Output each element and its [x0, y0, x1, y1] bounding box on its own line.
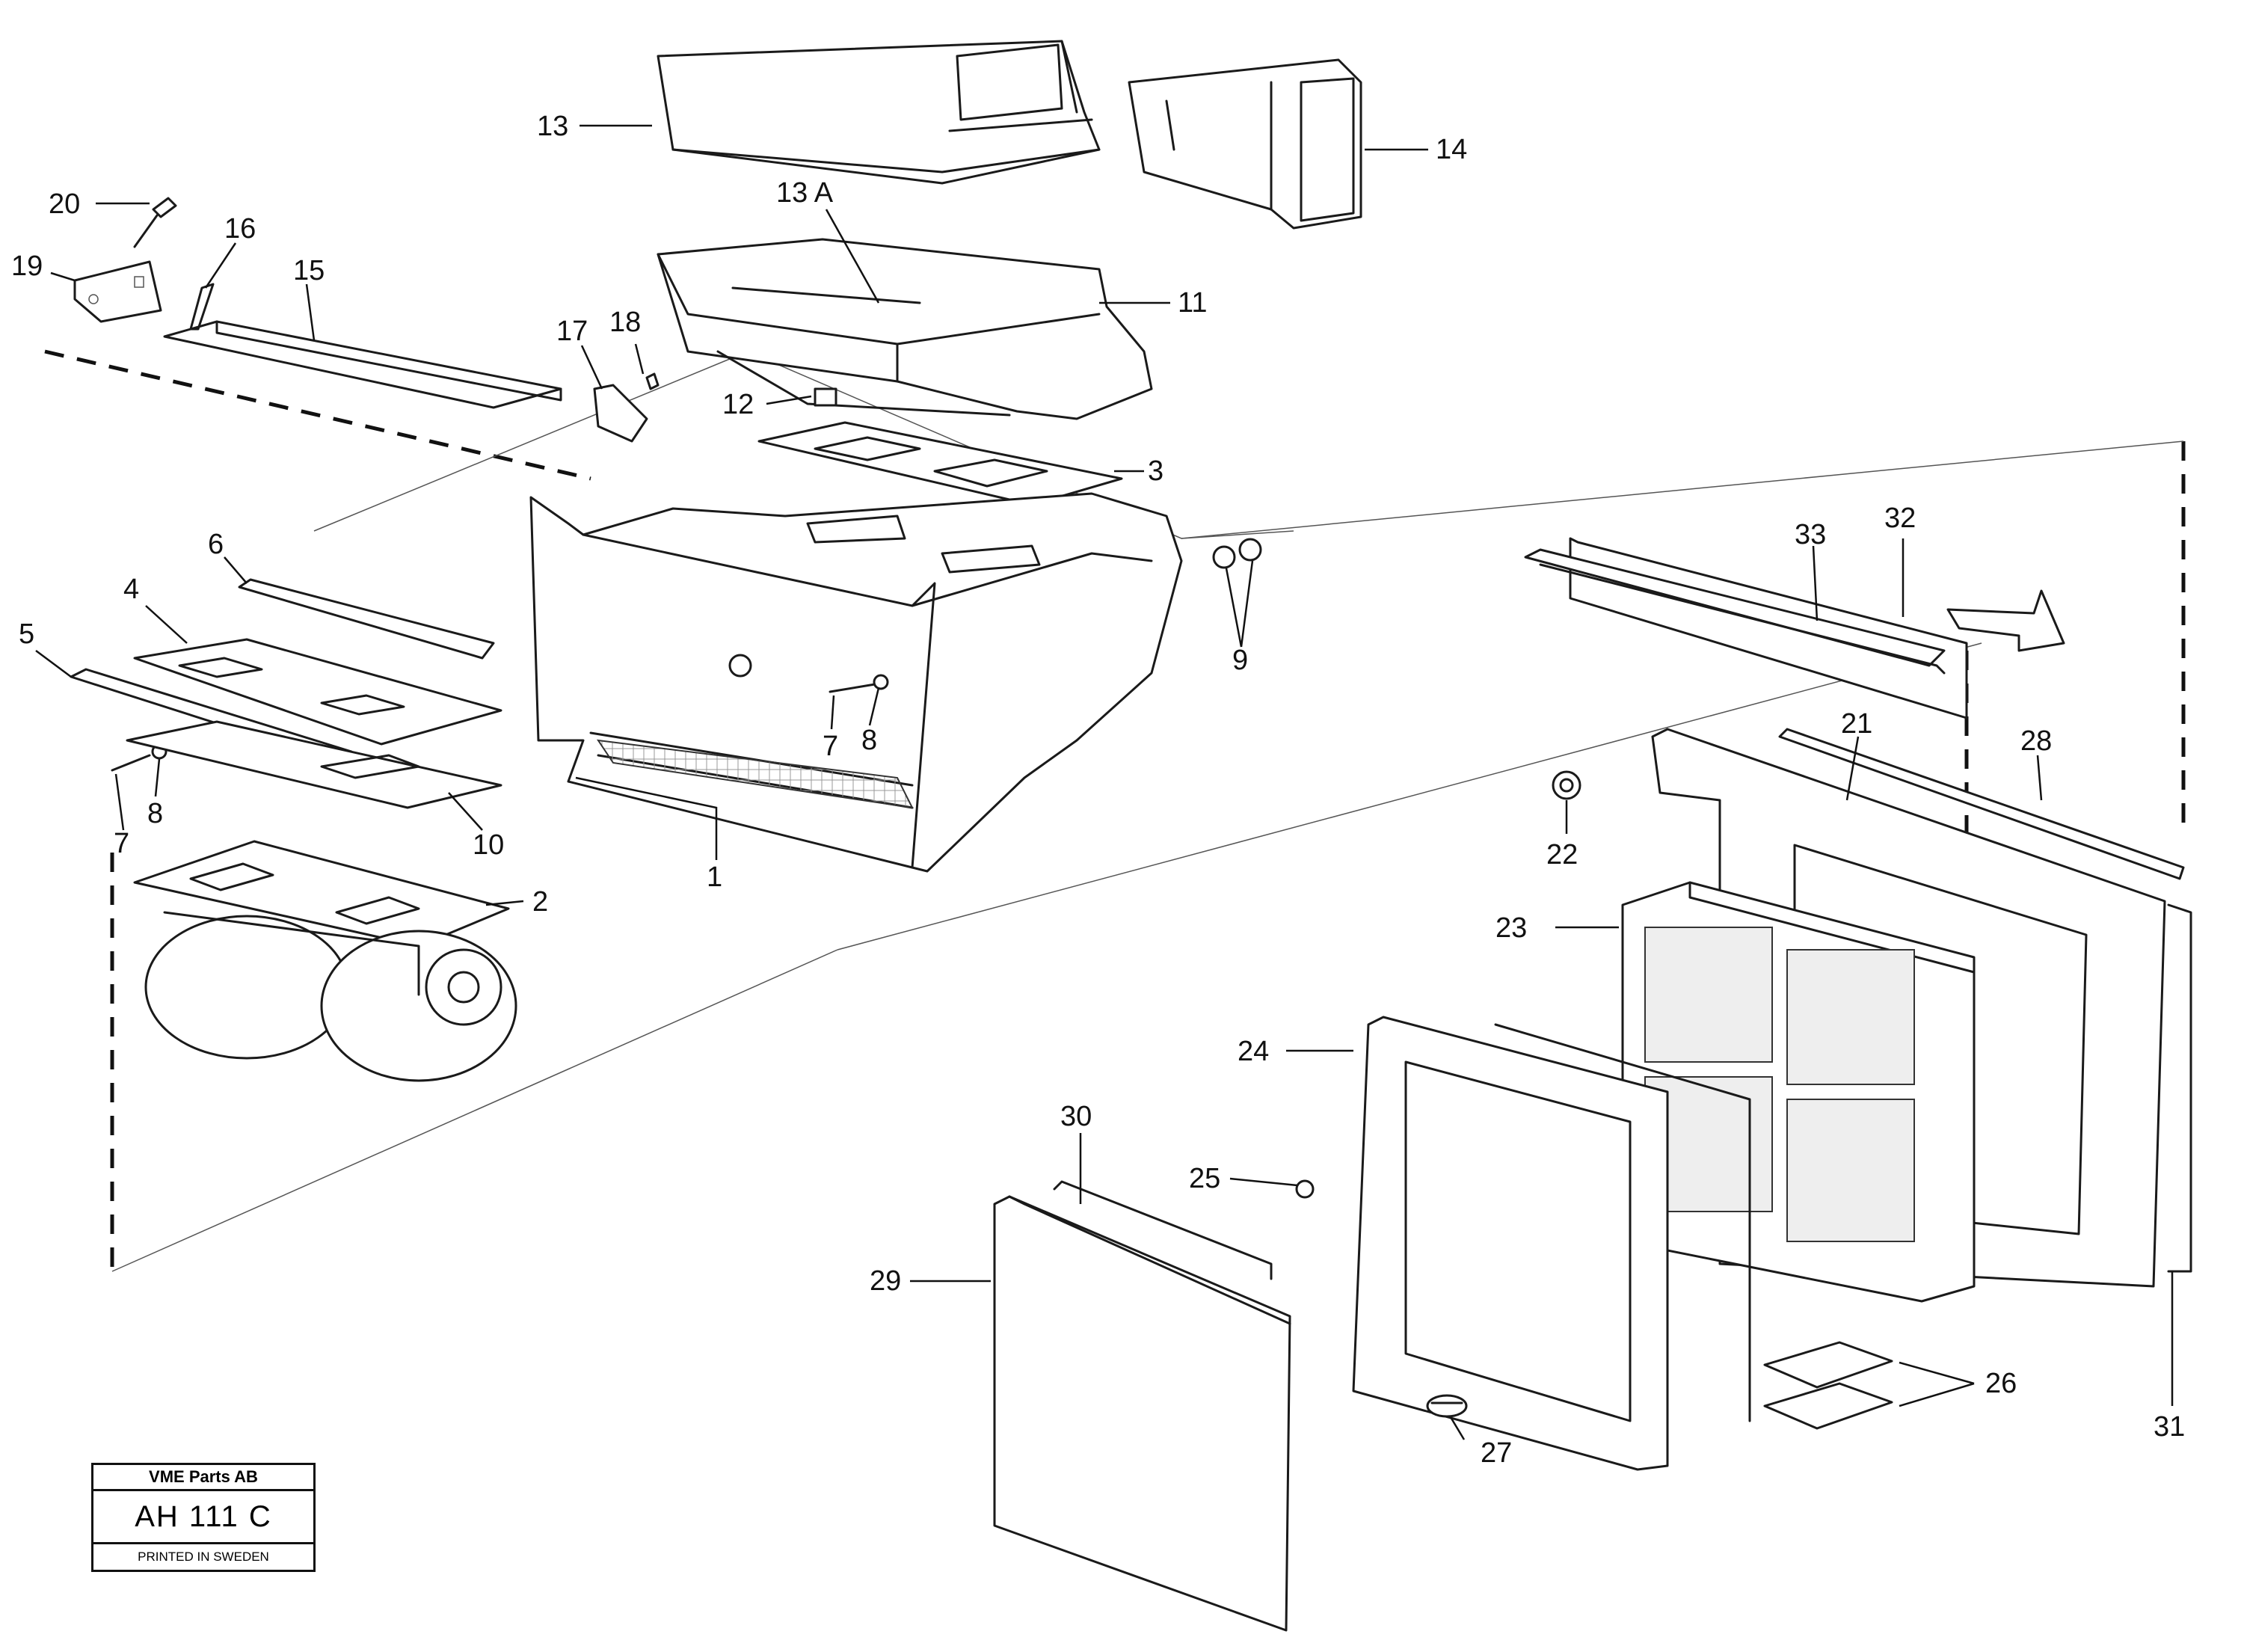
part-1-housing — [529, 492, 1183, 873]
callout-2: 2 — [532, 886, 548, 918]
assembly-dash-lines — [44, 349, 2186, 1272]
title-block-printed-note: PRINTED IN SWEDEN — [138, 1550, 269, 1564]
leader-lines — [35, 124, 2174, 1440]
callout-17: 17 — [556, 316, 588, 347]
callout-25: 25 — [1189, 1163, 1220, 1194]
callout-22: 22 — [1546, 839, 1578, 870]
callout-32: 32 — [1884, 503, 1916, 534]
callout-6: 6 — [208, 529, 224, 560]
callout-10: 10 — [473, 829, 504, 861]
part-17-bracket — [593, 384, 648, 443]
part-7-8-screw-right — [829, 674, 889, 693]
part-6-strip — [238, 578, 495, 660]
callout-7-left: 7 — [114, 828, 129, 859]
callout-31: 31 — [2154, 1411, 2185, 1443]
callout-11: 11 — [1178, 287, 1207, 319]
part-3-gasket — [757, 421, 1123, 506]
part-10-gasket — [126, 720, 502, 809]
callout-33: 33 — [1795, 519, 1826, 550]
part-30-frame — [1053, 1180, 1273, 1280]
part-20-screw — [133, 197, 177, 248]
callout-labels: 13 14 13 A 20 16 19 15 11 17 18 12 3 6 4… — [11, 111, 2185, 1469]
part-28-strip — [1778, 728, 2185, 880]
callout-8-right: 8 — [861, 725, 877, 756]
part-25-screw — [1295, 1179, 1315, 1199]
callout-9: 9 — [1232, 645, 1248, 676]
callout-19: 19 — [11, 251, 43, 282]
callout-14: 14 — [1436, 134, 1467, 165]
part-2-blower — [133, 840, 517, 1082]
part-16-pin — [189, 283, 215, 331]
callout-18: 18 — [609, 307, 641, 338]
part-27-cap — [1426, 1394, 1468, 1418]
callout-5: 5 — [19, 618, 34, 650]
part-22-nut — [1552, 770, 1581, 800]
part-19-bracket — [73, 260, 162, 323]
callout-29: 29 — [870, 1265, 901, 1297]
callout-23: 23 — [1495, 912, 1527, 944]
part-11-top-tray — [657, 238, 1153, 420]
callout-28: 28 — [2020, 725, 2052, 757]
title-block-drawing-code: AH 111 C — [93, 1491, 313, 1544]
part-14-angled-duct — [1128, 58, 1362, 230]
callout-7-right: 7 — [823, 731, 838, 762]
part-12-clip — [814, 387, 837, 407]
callout-1: 1 — [707, 862, 722, 893]
callout-27: 27 — [1481, 1437, 1512, 1469]
callout-4: 4 — [123, 574, 139, 605]
part-31-frame — [2167, 903, 2192, 1273]
callout-26: 26 — [1985, 1368, 2017, 1399]
callout-15: 15 — [293, 255, 325, 286]
part-23-filter — [1621, 881, 1976, 1303]
part-4-plate — [133, 638, 502, 746]
callout-13: 13 — [537, 111, 568, 142]
direction-arrow — [1946, 589, 2065, 652]
part-15-bar — [163, 320, 562, 409]
callout-12: 12 — [722, 389, 754, 420]
part-29-board — [993, 1195, 1291, 1632]
callout-13a: 13 A — [776, 177, 834, 209]
callout-21: 21 — [1841, 708, 1872, 740]
part-13-upper-duct — [657, 40, 1101, 185]
part-32-rail — [1569, 537, 1968, 719]
callout-16: 16 — [224, 213, 256, 245]
callout-30: 30 — [1060, 1101, 1092, 1132]
callout-20: 20 — [49, 188, 80, 220]
callout-3: 3 — [1148, 455, 1163, 487]
part-24-frame — [1352, 1016, 1751, 1471]
part-18-screw — [645, 372, 660, 390]
title-block: VME Parts AB AH 111 C PRINTED IN SWEDEN — [91, 1463, 316, 1572]
part-33-rail — [1524, 548, 1946, 675]
title-block-company: VME Parts AB — [93, 1465, 313, 1491]
callout-24: 24 — [1238, 1036, 1269, 1067]
callout-8-left: 8 — [147, 798, 163, 829]
part-9-washers — [1212, 538, 1262, 569]
part-26-pads — [1763, 1341, 1893, 1430]
